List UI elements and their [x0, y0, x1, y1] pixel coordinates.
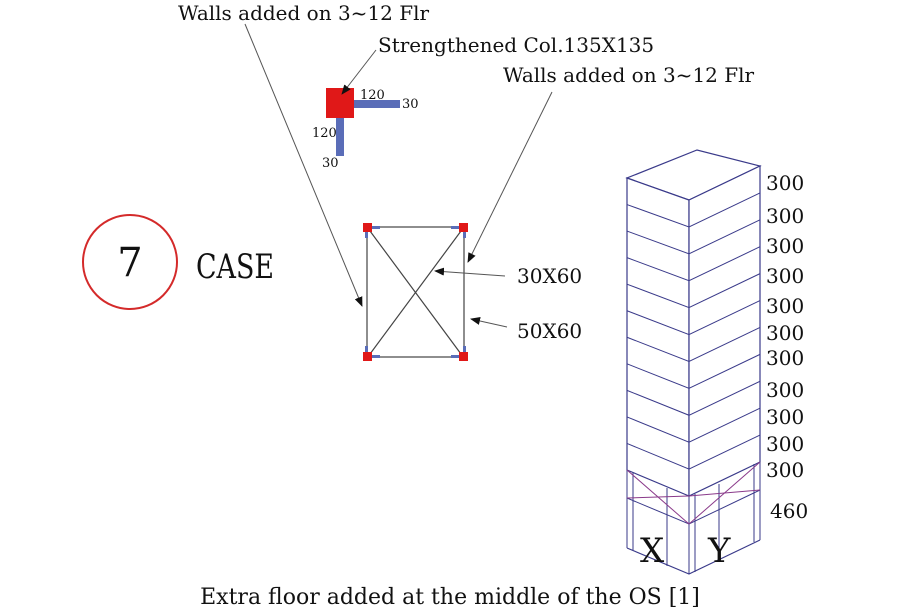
plan-wall-bl	[372, 355, 380, 358]
floor-height-label: 300	[766, 346, 804, 370]
brace-leader	[434, 267, 506, 277]
brace-diagonal-b	[369, 230, 462, 355]
walls-leader-left	[244, 23, 363, 307]
strengthened-col-leader	[341, 49, 377, 95]
floor-height-label: 300	[766, 294, 804, 318]
plan-wall-tr-v	[463, 232, 466, 238]
plan-column-br	[459, 352, 468, 361]
case-circle	[82, 214, 178, 310]
plan-column-tr	[459, 223, 468, 232]
column-detail: 120 30 120 30	[312, 88, 419, 171]
plan-column-bl	[363, 352, 372, 361]
plan-wall-tl	[372, 226, 380, 229]
floor-height-label: 300	[766, 378, 804, 402]
floor-height-label: 300	[766, 234, 804, 258]
floor-plan	[363, 223, 468, 361]
floor-line	[626, 327, 761, 362]
plan-wall-bl-v	[365, 346, 368, 352]
floor-height-label: 300	[766, 171, 804, 195]
plan-wall-br-v	[463, 346, 466, 352]
brace-y	[688, 489, 761, 497]
brace-x	[626, 469, 690, 525]
floor-line	[626, 353, 761, 389]
building-3d	[625, 149, 762, 575]
walls-leader-right	[467, 91, 553, 263]
dim-h-120: 120	[360, 88, 385, 103]
wall-vertical	[336, 118, 344, 156]
floor-height-label: 300	[766, 405, 804, 429]
floor-height-label: 300	[766, 321, 804, 345]
floor-line	[626, 246, 761, 282]
floor-line	[626, 192, 761, 228]
floor-line	[626, 407, 761, 443]
floor-height-label: 300	[766, 432, 804, 456]
building-face-left	[626, 177, 690, 497]
floor-height-labels: 300 300 300 300 300 300 300 300 300 300 …	[766, 171, 808, 523]
floor-height-label: 300	[766, 204, 804, 228]
dim-h-30: 30	[402, 97, 419, 112]
floor-height-label: 300	[766, 458, 804, 482]
plan-wall-br	[451, 355, 459, 358]
floor-line	[626, 219, 761, 255]
case-number: 7	[117, 240, 142, 286]
case-label: CASE	[196, 247, 274, 287]
beam-size-label: 50X60	[517, 319, 582, 343]
floor-line	[626, 300, 761, 336]
beam-leader	[470, 317, 508, 328]
plan-wall-tr	[451, 226, 459, 229]
plan-outline	[366, 226, 465, 358]
plan-wall-tl-v	[365, 232, 368, 238]
floor-height-label: 460	[770, 499, 808, 523]
floor-line	[626, 434, 761, 470]
floor-line	[626, 273, 761, 309]
floor-line	[626, 380, 761, 416]
axis-y-label: Y	[707, 531, 731, 571]
column-red-square	[326, 88, 354, 118]
dim-v-30: 30	[322, 156, 339, 171]
walls-added-label-top: Walls added on 3~12 Flr	[178, 1, 430, 25]
extra-floor-beam	[626, 489, 761, 525]
building-face-right	[688, 165, 761, 497]
floor-height-label: 300	[766, 264, 804, 288]
strengthened-col-label: Strengthened Col.135X135	[378, 33, 654, 57]
dim-v-120: 120	[312, 126, 337, 141]
plan-column-tl	[363, 223, 372, 232]
wall-horizontal	[354, 100, 400, 108]
building-base	[626, 539, 761, 575]
axis-x-label: X	[640, 531, 665, 571]
walls-added-label-right: Walls added on 3~12 Flr	[503, 63, 755, 87]
brace-size-label: 30X60	[517, 264, 582, 288]
figure-caption: Extra floor added at the middle of the O…	[200, 585, 700, 610]
